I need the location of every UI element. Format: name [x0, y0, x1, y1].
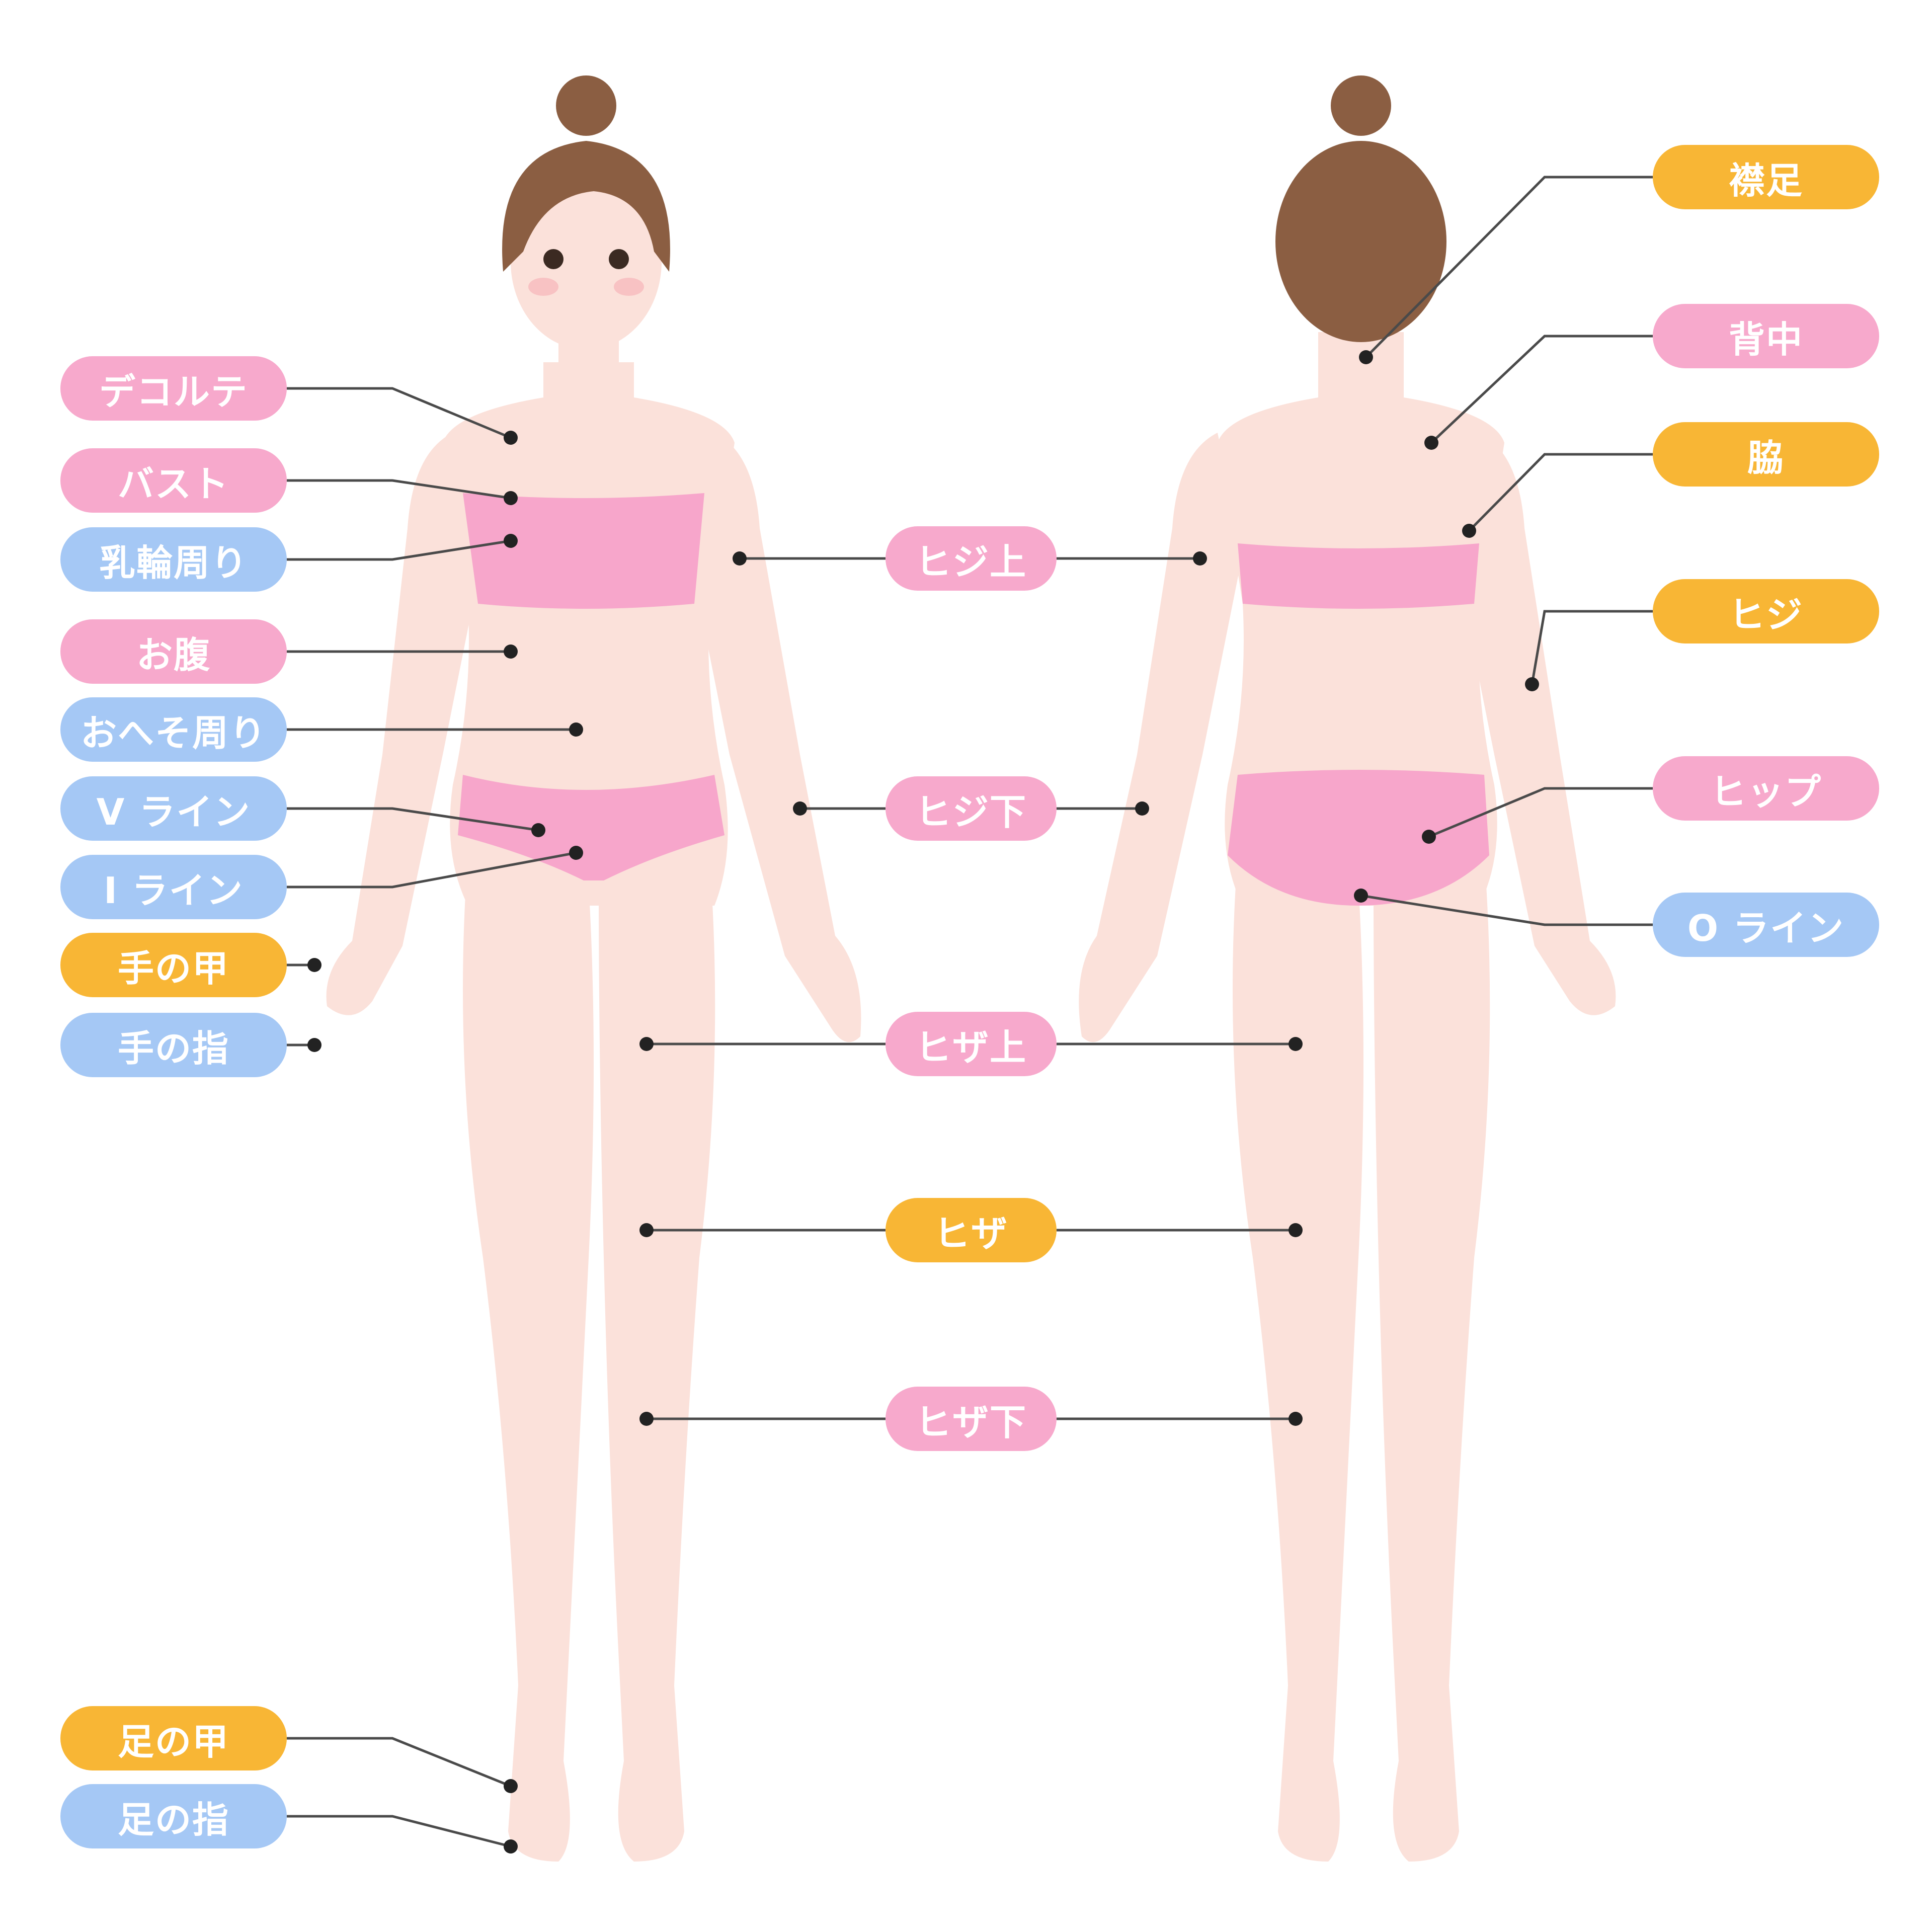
front-left-leg: [463, 855, 594, 1862]
label-decollete: デコルテ: [60, 356, 287, 421]
back-left-leg: [1233, 855, 1363, 1862]
label-bust: バスト: [60, 448, 287, 513]
label-instep: 足の甲: [60, 1706, 287, 1770]
dot-elbow: [1525, 677, 1539, 691]
dot-toes: [504, 1839, 518, 1854]
dot-bust: [504, 491, 518, 505]
dot-knee-back: [1289, 1223, 1303, 1237]
dot-areola: [504, 534, 518, 548]
dot-i-line: [569, 846, 583, 860]
connector-v-line: [287, 807, 539, 832]
connector-dots: [307, 350, 1539, 1854]
back-right-arm: [1454, 433, 1616, 1015]
dot-back-of-hand: [307, 958, 321, 972]
front-figure: [326, 75, 861, 1862]
front-panties: [458, 775, 725, 880]
dot-thigh: [639, 1037, 654, 1051]
connector-i-line: [287, 851, 577, 889]
dot-forearm: [793, 801, 807, 816]
label-areola: 乳輪周り: [60, 527, 287, 592]
dot-upper-arm: [733, 551, 747, 566]
connector-armpit: [1468, 453, 1653, 532]
front-right-cheek: [614, 278, 644, 296]
label-upper-arm: ヒジ上: [886, 526, 1057, 591]
dot-thigh-back: [1289, 1037, 1303, 1051]
dot-hip: [1422, 830, 1436, 844]
label-armpit: 脇: [1653, 422, 1879, 487]
connector-instep: [287, 1737, 511, 1788]
label-nape: 襟足: [1653, 145, 1879, 209]
label-navel: おへそ周り: [60, 697, 287, 762]
label-elbow: ヒジ: [1653, 579, 1879, 643]
connector-o-line: [1360, 894, 1653, 926]
dot-instep: [504, 1779, 518, 1793]
dot-v-line: [531, 823, 545, 837]
connector-decollete: [287, 387, 511, 439]
dot-lower-leg: [639, 1412, 654, 1426]
dot-navel: [569, 722, 583, 737]
label-fingers: 手の指: [60, 1013, 287, 1077]
front-hair: [502, 141, 670, 272]
connector-hip: [1428, 787, 1653, 838]
back-left-arm: [1079, 433, 1243, 1042]
connector-toes: [287, 1815, 511, 1848]
label-toes: 足の指: [60, 1784, 287, 1848]
label-back-of-hand: 手の甲: [60, 933, 287, 997]
label-knee: ヒザ: [886, 1198, 1057, 1262]
front-hair-bun: [556, 75, 616, 136]
label-v-line: V ライン: [60, 776, 287, 841]
dot-nape: [1359, 350, 1373, 364]
back-bra: [1238, 543, 1479, 609]
front-right-eye: [609, 249, 629, 269]
connector-areola: [287, 539, 511, 561]
dot-knee: [639, 1223, 654, 1237]
dot-o-line: [1354, 889, 1368, 903]
dot-armpit: [1462, 524, 1476, 538]
label-i-line: I ライン: [60, 855, 287, 919]
label-back: 背中: [1653, 304, 1879, 368]
connector-elbow: [1531, 610, 1653, 685]
label-o-line: O ライン: [1653, 893, 1879, 957]
front-bra: [463, 493, 704, 609]
dot-lower-leg-back: [1289, 1412, 1303, 1426]
front-right-arm: [689, 433, 861, 1042]
connector-back: [1430, 335, 1653, 444]
dot-decollete: [504, 431, 518, 445]
connector-lines: [287, 176, 1653, 1848]
label-forearm: ヒジ下: [886, 776, 1057, 841]
label-hip: ヒップ: [1653, 756, 1879, 821]
dot-forearm-back: [1135, 801, 1149, 816]
connector-bust: [287, 479, 511, 500]
front-left-cheek: [528, 278, 558, 296]
dot-back: [1424, 436, 1438, 450]
back-torso: [1218, 332, 1504, 906]
dot-fingers: [307, 1038, 321, 1052]
front-left-eye: [543, 249, 564, 269]
front-face: [511, 174, 662, 350]
dot-stomach: [504, 645, 518, 659]
back-figure: [1079, 75, 1616, 1862]
front-left-arm: [326, 433, 483, 1015]
front-right-leg: [599, 855, 715, 1862]
label-stomach: お腹: [60, 619, 287, 684]
label-thigh: ヒザ上: [886, 1012, 1057, 1076]
dot-upper-arm-back: [1193, 551, 1207, 566]
back-panties: [1228, 770, 1489, 906]
label-lower-leg: ヒザ下: [886, 1387, 1057, 1451]
connector-nape: [1365, 176, 1653, 358]
back-right-leg: [1374, 855, 1490, 1862]
back-head: [1275, 141, 1446, 342]
back-hair-bun: [1331, 75, 1391, 136]
